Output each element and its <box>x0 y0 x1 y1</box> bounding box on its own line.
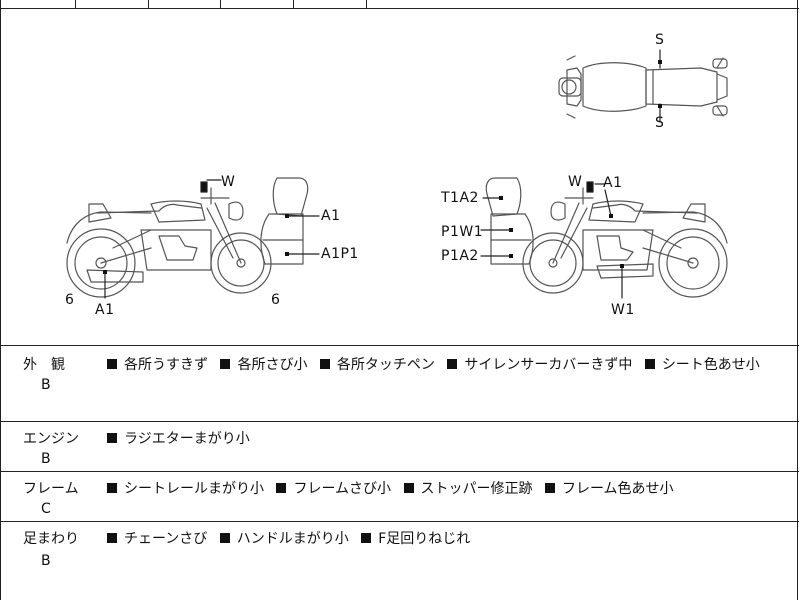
square-bullet-icon <box>276 483 287 493</box>
square-bullet-icon <box>107 433 117 443</box>
top-table-strip <box>1 0 799 9</box>
note-item: 各所タッチペン <box>312 357 435 373</box>
square-bullet-icon <box>107 483 117 493</box>
right-side-motorcycle <box>480 177 728 299</box>
top-view-motorcycle <box>558 49 728 123</box>
note-item: F足回りねじれ <box>353 531 470 547</box>
square-bullet-icon <box>361 533 372 543</box>
note-item: シート色あせ小 <box>637 357 760 373</box>
top-cell <box>293 0 367 8</box>
label-left-6-front: 6 <box>65 292 75 308</box>
label-right-p1a2: P1A2 <box>441 248 479 264</box>
row-notes: 各所うすきず 各所さび小 各所タッチペン サイレンサーカバーきず中 シート色あせ… <box>107 354 760 374</box>
label-right-a1: A1 <box>603 175 623 191</box>
label-s-top: S <box>655 32 665 48</box>
row-notes: シートレールまがり小 フレームさび小 ストッパー修正跡 フレーム色あせ小 <box>107 478 674 498</box>
note-item: ハンドルまがり小 <box>212 531 349 547</box>
left-side-motorcycle <box>66 177 320 299</box>
condition-row-exterior: 外 観 B 各所うすきず 各所さび小 各所タッチペン サイレンサーカバーきず中 … <box>1 345 799 422</box>
top-cell <box>75 0 149 8</box>
row-grade: B <box>41 553 51 569</box>
note-item: フレーム色あせ小 <box>537 481 674 497</box>
square-bullet-icon <box>220 359 231 369</box>
condition-row-suspension: 足まわり B チェーンさび ハンドルまがり小 F足回りねじれ <box>1 522 799 600</box>
motorcycle-diagram-svg <box>66 49 728 299</box>
label-s-bottom: S <box>655 115 665 131</box>
square-bullet-icon <box>544 483 555 493</box>
condition-row-frame: フレーム C シートレールまがり小 フレームさび小 ストッパー修正跡 フレーム色… <box>1 472 799 522</box>
square-bullet-icon <box>644 359 655 369</box>
square-bullet-icon <box>403 483 414 493</box>
row-notes: チェーンさび ハンドルまがり小 F足回りねじれ <box>107 528 470 548</box>
row-notes: ラジエターまがり小 <box>107 428 250 448</box>
label-left-w: W <box>221 174 236 190</box>
square-bullet-icon <box>107 359 117 369</box>
note-item: ラジエターまがり小 <box>107 431 250 447</box>
label-right-w1: W1 <box>611 302 635 318</box>
label-left-a1-bottom: A1 <box>95 302 115 318</box>
label-left-a1p1: A1P1 <box>321 246 359 262</box>
condition-row-engine: エンジン B ラジエターまがり小 <box>1 422 799 472</box>
row-category: エンジン <box>23 431 79 447</box>
square-bullet-icon <box>107 533 117 543</box>
label-right-p1w1: P1W1 <box>441 224 484 240</box>
row-category: 外 観 <box>23 357 65 373</box>
label-left-a1-tank: A1 <box>321 208 341 224</box>
note-item: 各所うすきず <box>107 357 208 373</box>
label-right-w: W <box>568 174 583 190</box>
top-cell <box>1 0 76 8</box>
square-bullet-icon <box>447 359 458 369</box>
note-item: フレームさび小 <box>268 481 391 497</box>
note-item: シートレールまがり小 <box>107 481 264 497</box>
note-item: ストッパー修正跡 <box>396 481 533 497</box>
top-cell <box>220 0 294 8</box>
row-grade: C <box>41 501 51 517</box>
note-item: 各所さび小 <box>212 357 307 373</box>
row-grade: B <box>41 451 51 467</box>
label-left-6-rear: 6 <box>271 292 281 308</box>
label-right-t1a2: T1A2 <box>441 190 479 206</box>
square-bullet-icon <box>319 359 330 369</box>
row-grade: B <box>41 377 51 393</box>
top-cell <box>148 0 221 8</box>
damage-diagram: S S W A1 A1P1 6 A1 6 T1A2 P1W1 P1A2 W A1… <box>1 8 799 346</box>
note-item: サイレンサーカバーきず中 <box>439 357 632 373</box>
square-bullet-icon <box>219 533 230 543</box>
note-item: チェーンさび <box>107 531 207 547</box>
row-category: 足まわり <box>23 531 79 547</box>
row-category: フレーム <box>23 481 79 497</box>
